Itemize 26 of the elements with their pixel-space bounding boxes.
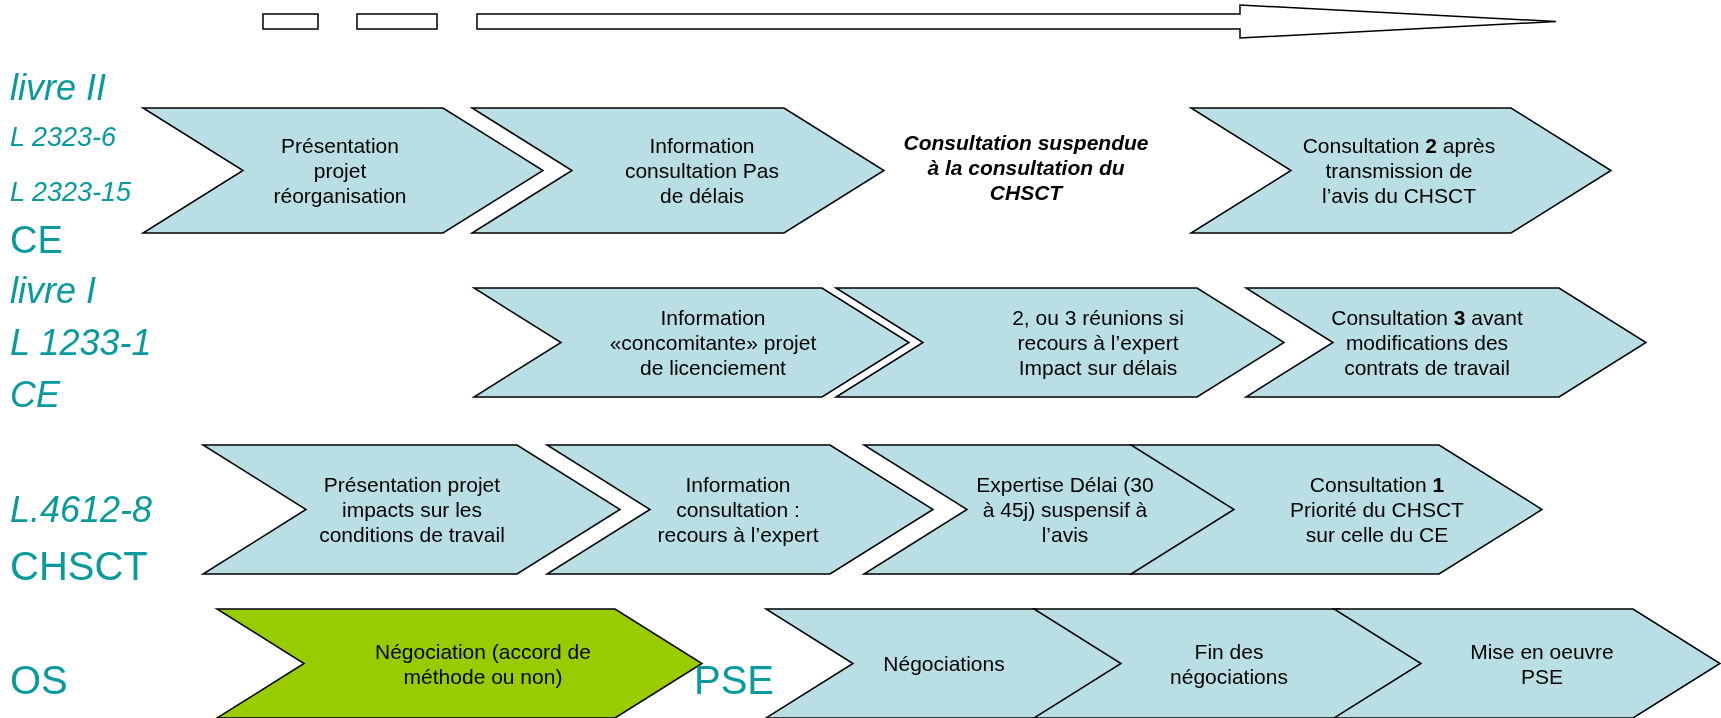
step-text: Présentation projet impacts sur les conditions de travail [318,471,506,548]
row-label: livre I [10,270,96,312]
step-text: Fin des négociations [1169,638,1289,689]
row-label: OS [10,657,68,703]
row-label: livre II [10,67,106,109]
step-text: Consultation 1 Priorité du CHSCT sur celle du CE [1289,471,1465,548]
step-text: Consultation 3 avant modifications des contrats de travail [1330,304,1524,381]
row-label: L 2323-15 [10,176,132,208]
step-text: Présentation projet réorganisation [272,132,408,209]
row-label: PSE [694,657,775,703]
step-text: Négociations [882,650,1006,677]
step-text: Information consultation Pas de délais [623,132,781,209]
step-text: Expertise Délai (30 à 45j) suspensif à l’avis [975,471,1155,548]
step-text: Négociation (accord de méthode ou non) [374,638,592,689]
row-label: CHSCT [10,543,148,589]
step-text: Information «concomitante» projet de licenciement [608,304,818,381]
step-text: Information consultation : recours à l’expert [656,471,820,548]
step-text: Consultation 2 après transmission de l’avis du CHSCT [1301,132,1497,209]
row-label: L.4612-8 [10,489,153,531]
step-text: Mise en oeuvre PSE [1469,638,1615,689]
row-label: L 2323-6 [10,121,117,153]
row-label: CE [10,218,63,262]
row-label: CE [10,374,60,416]
step-text: 2, ou 3 réunions si recours à l’expert Impact sur délais [1011,304,1185,381]
row-label: L 1233-1 [10,322,152,364]
note-text: Consultation suspendue à la consultation du CHSCT [902,130,1150,206]
